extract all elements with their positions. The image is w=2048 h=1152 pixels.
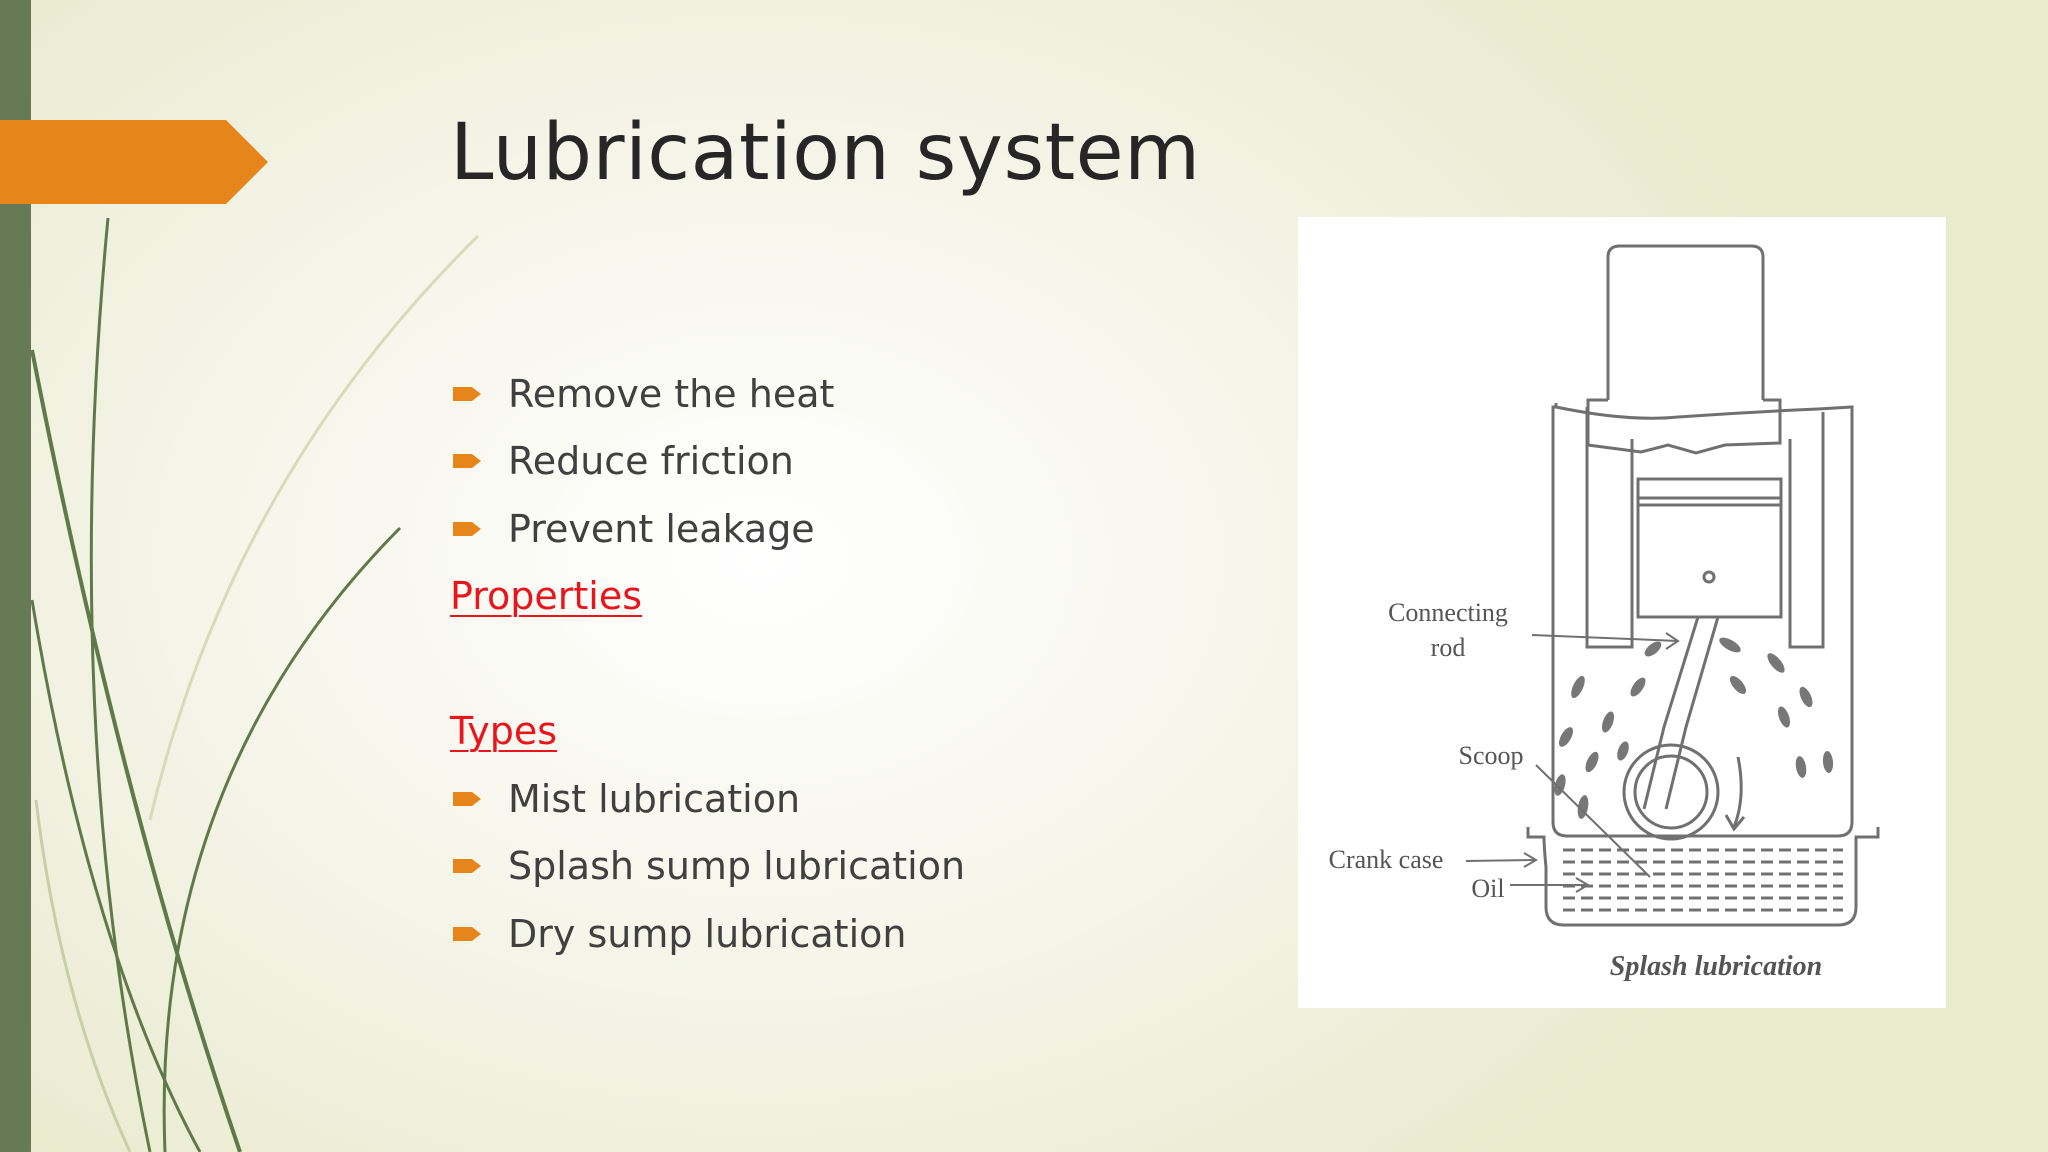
connecting-rod-label-line2: rod [1431, 633, 1466, 662]
engine-top-wave [1555, 405, 1819, 420]
connecting-rod [1642, 616, 1720, 810]
title-arrow-tab [0, 120, 268, 204]
list-item: Prevent leakage [450, 495, 965, 563]
orange-arrow-bullet-icon [453, 386, 481, 401]
engine-diagram: Connecting rod Scoop Crank case Oil Spla… [1329, 244, 1880, 982]
orange-arrow-bullet-icon [453, 454, 481, 469]
orange-arrow-bullet-icon [453, 926, 481, 941]
cylinder-wall-left [1585, 407, 1634, 649]
cylinder-head-shoulder [1586, 398, 1782, 455]
list-item: Mist lubrication [450, 765, 965, 833]
grass-blades-decoration [30, 217, 480, 1152]
list-item: Reduce friction [450, 428, 965, 496]
rotation-arrow-icon [1732, 756, 1743, 828]
list-item: Splash sump lubrication [450, 833, 965, 901]
orange-arrow-bullet-icon [453, 791, 481, 806]
orange-arrow-bullet-icon [453, 521, 481, 536]
crank-case-label: Crank case [1329, 845, 1444, 874]
types-heading-row: Types [450, 698, 965, 766]
types-link[interactable]: Types [450, 709, 558, 754]
engine-block [1551, 403, 1854, 838]
bullet-text: Splash sump lubrication [508, 844, 966, 889]
splash-lubrication-figure: Connecting rod Scoop Crank case Oil Spla… [1298, 217, 1946, 1008]
oil-label: Oil [1471, 874, 1504, 903]
cylinder-head [1606, 244, 1765, 400]
bullet-list: Remove the heat Reduce friction Prevent … [450, 360, 965, 968]
cylinder-wall-right [1788, 412, 1825, 649]
list-item: Dry sump lubrication [450, 900, 965, 968]
bullet-text: Reduce friction [508, 439, 794, 484]
blank-line [450, 630, 965, 698]
bullet-text: Remove the heat [508, 371, 835, 416]
scoop-label: Scoop [1459, 741, 1524, 770]
connecting-rod-label: Connecting [1388, 598, 1508, 627]
properties-link[interactable]: Properties [450, 574, 643, 619]
crank-case [1526, 827, 1880, 927]
oil-level [1563, 848, 1843, 912]
properties-heading-row: Properties [450, 563, 965, 631]
bullet-text: Mist lubrication [508, 776, 801, 821]
list-item: Remove the heat [450, 360, 965, 428]
orange-arrow-bullet-icon [453, 859, 481, 874]
label-pointers [1465, 632, 1680, 893]
figure-caption: Splash lubrication [1610, 951, 1822, 982]
crank-big-end [1622, 743, 1720, 841]
bullet-text: Prevent leakage [508, 506, 815, 551]
bullet-text: Dry sump lubrication [508, 911, 907, 956]
slide-title: Lubrication system [450, 108, 1201, 198]
piston [1636, 477, 1783, 619]
oil-splash-droplets [1554, 637, 1834, 819]
